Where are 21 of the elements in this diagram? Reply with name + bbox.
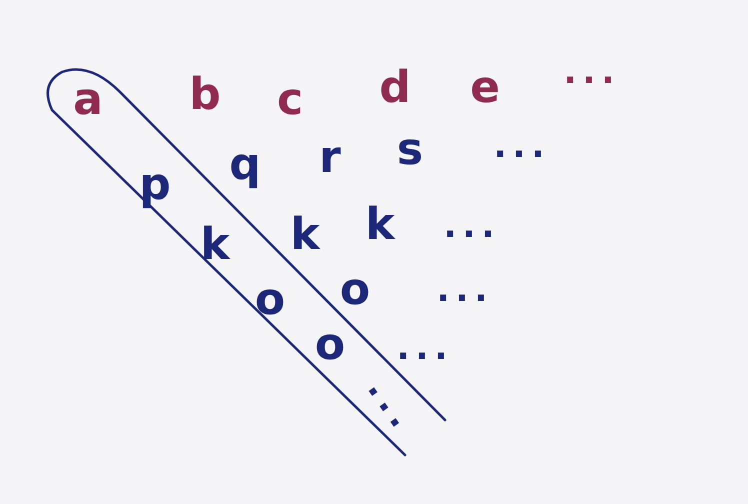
letter: q: [229, 143, 261, 187]
letter: a: [73, 78, 103, 122]
letter: k: [365, 203, 395, 247]
ellipsis: ...: [564, 55, 620, 89]
letter: e: [470, 66, 500, 110]
letter: o: [340, 268, 370, 312]
letter: o: [254, 278, 286, 322]
ellipsis: ...: [396, 331, 454, 365]
ellipsis: ...: [444, 209, 500, 243]
ellipsis: ...: [436, 273, 494, 307]
letter: r: [319, 136, 341, 180]
ellipsis: ...: [362, 372, 422, 438]
letter: o: [314, 323, 346, 367]
letter: s: [396, 128, 424, 172]
letter: p: [139, 163, 171, 207]
letter: k: [200, 223, 230, 267]
letter: d: [379, 66, 411, 110]
letter: b: [189, 73, 221, 117]
letter: k: [290, 213, 320, 257]
letter: c: [276, 78, 304, 122]
ellipsis: ...: [494, 129, 550, 163]
